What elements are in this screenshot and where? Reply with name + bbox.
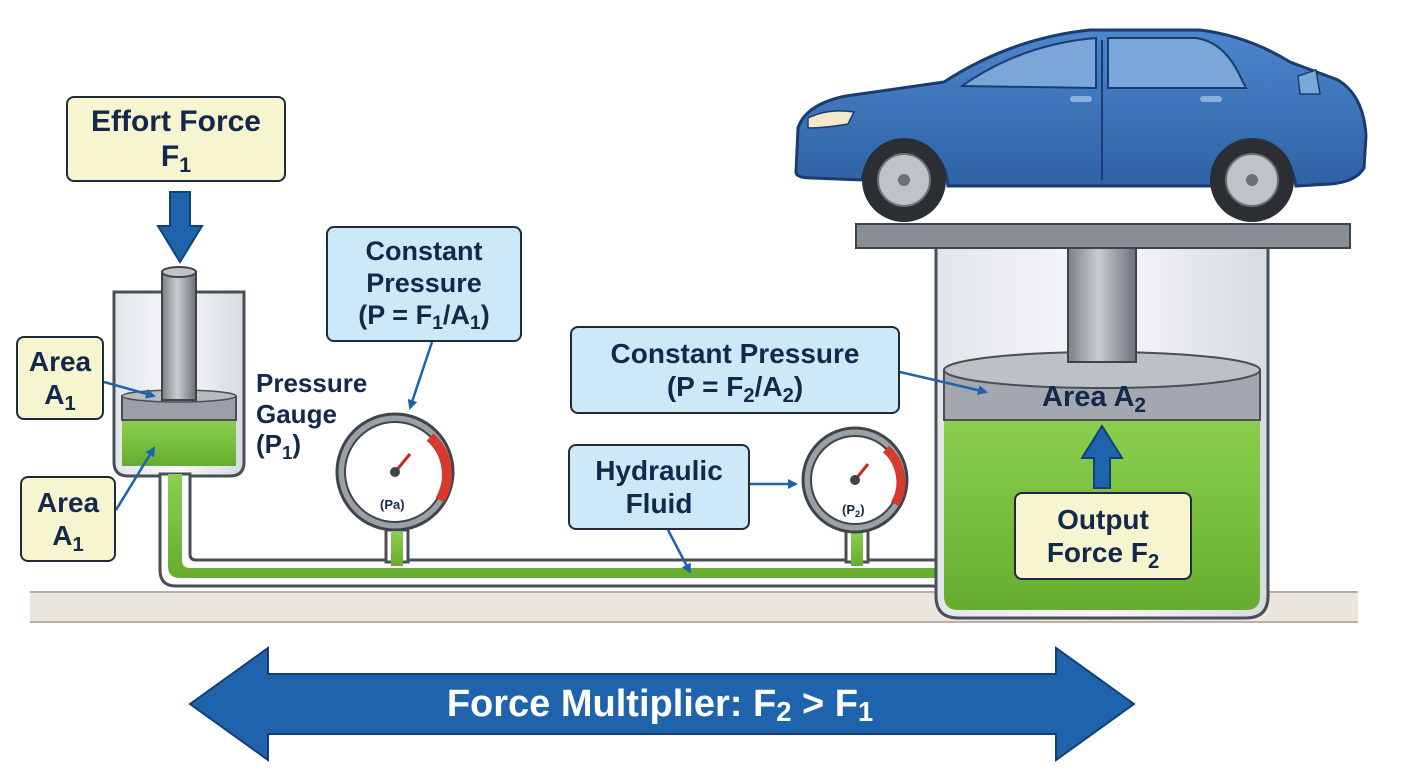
pressure-gauge-symbol: (P1): [256, 429, 302, 463]
small-cylinder: [112, 266, 246, 478]
area-a1-top-symbol: A: [44, 379, 65, 410]
pressure-gauge-2: [801, 426, 909, 534]
effort-force-arrow: [156, 191, 204, 264]
output-force-line1: Output: [1057, 503, 1149, 535]
area-a1-top-subscript: 1: [64, 392, 76, 415]
output-force-arrow: [1080, 424, 1124, 489]
car-image: [794, 28, 1368, 222]
effort-force-text: Effort Force: [90, 104, 261, 138]
output-force-label: Output Force F2: [1014, 492, 1192, 580]
area-a1-bottom-label: Area A1: [20, 476, 116, 562]
area-a1-bottom-text: Area: [36, 486, 100, 518]
area-a1-bottom-subscript: 1: [72, 533, 84, 556]
effort-force-subscript: 1: [179, 152, 192, 178]
constant-pressure-2-line1: Constant Pressure: [610, 337, 860, 369]
gauge-2-label: (P2): [842, 502, 865, 519]
pressure-gauge-line1: Pressure: [256, 368, 368, 398]
hydraulic-fluid-line1: Hydraulic: [595, 454, 723, 486]
effort-force-label: Effort Force F1: [66, 96, 286, 182]
hydraulic-fluid-label: Hydraulic Fluid: [568, 444, 750, 530]
area-a1-top-label: Area A1: [16, 336, 104, 420]
hydraulic-fluid-line2: Fluid: [625, 488, 693, 519]
area-a1-bottom-symbol: A: [52, 520, 73, 551]
effort-force-symbol: F: [160, 140, 180, 173]
constant-pressure-2-label: Constant Pressure (P = F2/A2): [570, 326, 900, 414]
gauge-1-unit: (Pa): [380, 497, 405, 512]
area-a2-label: Area A2: [1042, 381, 1147, 417]
output-force-line2: Force F2: [1046, 537, 1160, 573]
constant-pressure-1-formula: (P = F1/A1): [358, 299, 490, 335]
constant-pressure-1-line1: Constant: [365, 236, 483, 267]
constant-pressure-1-label: Constant Pressure (P = F1/A1): [326, 226, 522, 342]
pressure-gauge-1: [335, 412, 455, 532]
pressure-gauge-label: Pressure Gauge (P1): [256, 368, 368, 463]
area-a1-top-text: Area: [28, 345, 92, 377]
constant-pressure-1-line2: Pressure: [366, 268, 482, 299]
pressure-gauge-line2: Gauge: [256, 398, 337, 429]
constant-pressure-2-formula: (P = F2/A2): [666, 371, 804, 407]
force-multiplier-arrow: [188, 646, 1136, 762]
